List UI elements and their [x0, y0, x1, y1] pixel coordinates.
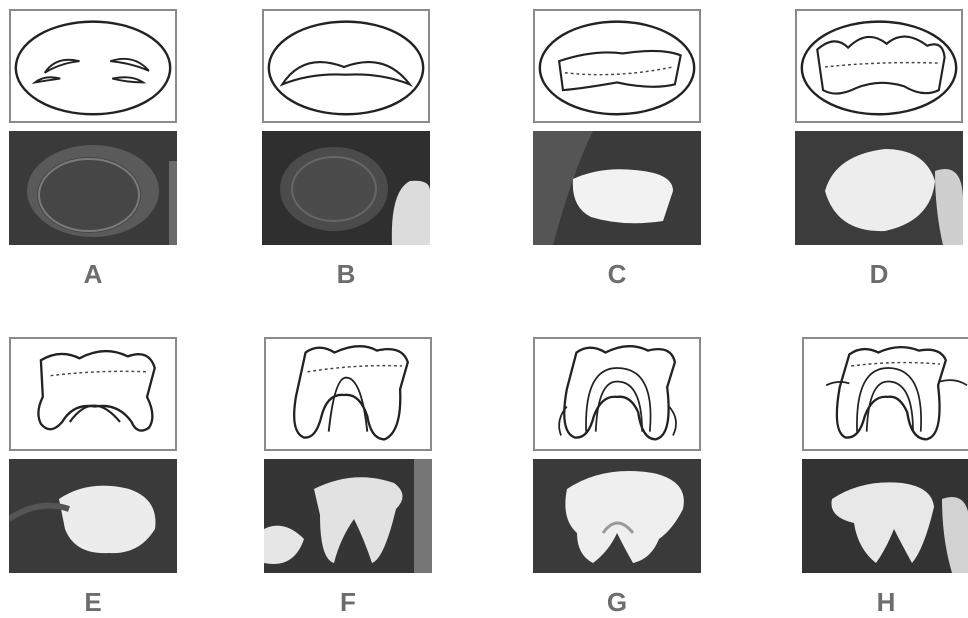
tooth-crypt-early-cusps-sketch — [9, 9, 177, 123]
stage-label: E — [9, 587, 177, 618]
xray-parallel-roots-icon — [533, 459, 701, 573]
xray-enamel-icon — [533, 131, 701, 245]
stage-e-panel: E — [9, 337, 181, 618]
stage-f-panel: F — [264, 337, 436, 618]
stage-label: H — [802, 587, 968, 618]
tooth-root-bifurcation-sketch — [9, 337, 177, 451]
stage-label: D — [795, 259, 963, 290]
xray-apex-closed-icon — [802, 459, 968, 573]
stage-label: C — [533, 259, 701, 290]
stage-label: F — [264, 587, 432, 618]
tooth-apex-closed-sketch — [802, 337, 968, 451]
stage-label: A — [9, 259, 177, 290]
stage-a-panel: A — [9, 9, 181, 290]
tooth-enamel-formation-sketch — [533, 9, 701, 123]
tooth-cusps-coalesced-sketch — [262, 9, 430, 123]
tooth-root-length-sketch — [264, 337, 432, 451]
stage-label: B — [262, 259, 430, 290]
stage-c-panel: C — [533, 9, 705, 290]
xray-crypt-cusps-icon — [262, 131, 430, 245]
tooth-root-walls-parallel-sketch — [533, 337, 701, 451]
stage-label: G — [533, 587, 701, 618]
stage-g-panel: G — [533, 337, 705, 618]
stage-d-panel: D — [795, 9, 967, 290]
xray-root-length-icon — [264, 459, 432, 573]
stage-h-panel: H — [802, 337, 968, 618]
xray-crypt-icon — [9, 131, 177, 245]
stage-b-panel: B — [262, 9, 434, 290]
xray-bifurcation-icon — [9, 459, 177, 573]
xray-crown-icon — [795, 131, 963, 245]
tooth-crown-complete-sketch — [795, 9, 963, 123]
